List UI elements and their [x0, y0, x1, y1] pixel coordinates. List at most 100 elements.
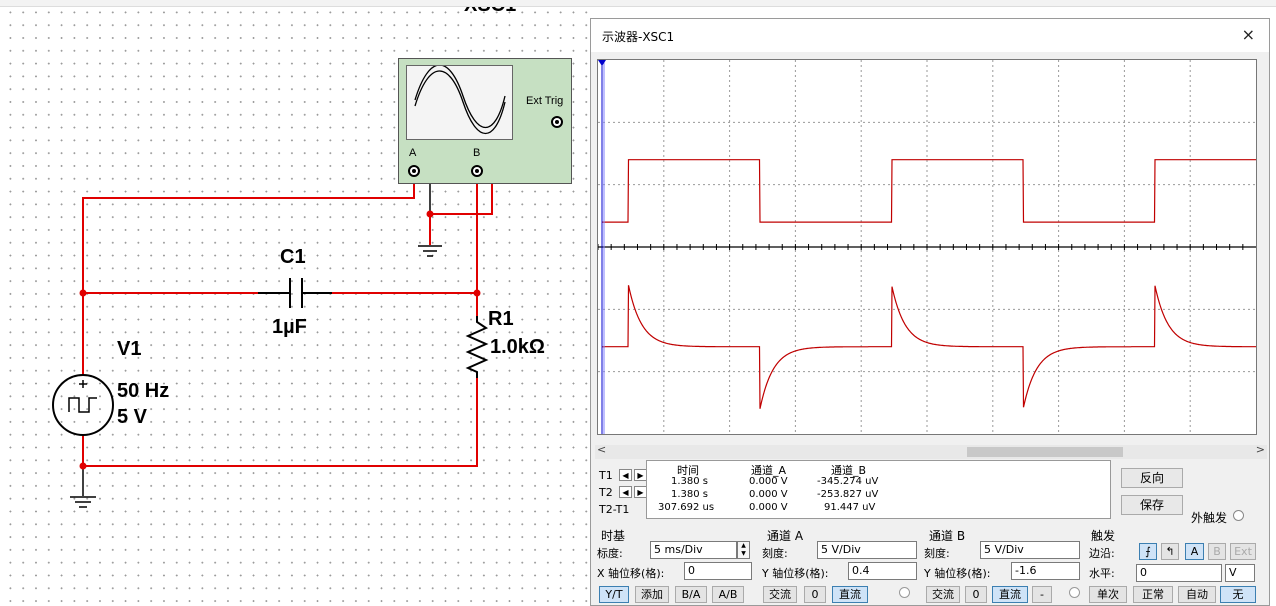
scrollbar-thumb[interactable] [967, 447, 1123, 457]
wire-a-to-left [82, 176, 415, 292]
trigger-source-ext-button[interactable]: Ext [1230, 543, 1256, 560]
cursor-t1-marker-icon [598, 60, 606, 66]
channel-a-ac-button[interactable]: 交流 [763, 586, 797, 603]
trigger-source-a-button[interactable]: A [1185, 543, 1204, 560]
channel-b-invert-button[interactable]: - [1032, 586, 1052, 603]
save-button[interactable]: 保存 [1121, 495, 1183, 515]
schematic-canvas[interactable]: XSC1 [0, 0, 596, 606]
channel-b-trace [602, 285, 1256, 409]
trigger-single-button[interactable]: 单次 [1089, 586, 1127, 603]
trigger-normal-button[interactable]: 正常 [1133, 586, 1173, 603]
mode-yt-button[interactable]: Y/T [599, 586, 629, 603]
t2-time: 1.380 s [671, 489, 709, 500]
schematic-wires [52, 176, 493, 508]
trigger-auto-button[interactable]: 自动 [1178, 586, 1216, 603]
t1-label: T1 [599, 469, 613, 482]
t1-b: -345.274 uV [817, 476, 879, 487]
header-channel-b: 通道_B [831, 464, 867, 477]
x-pos-field[interactable]: 0 [684, 562, 752, 580]
timebase-title: 时基 [601, 529, 626, 543]
timebase-scale-label: 标度: [597, 547, 623, 560]
channel-b-dc-button[interactable]: 直流 [992, 586, 1028, 603]
v1-ref: V1 [117, 338, 142, 360]
header-time: 时间 [677, 464, 699, 477]
edge-falling-icon[interactable]: ↰ [1161, 543, 1179, 560]
horizontal-scrollbar[interactable]: < > [595, 443, 1267, 459]
channel-b-ypos-field[interactable]: -1.6 [1011, 562, 1080, 580]
c1-value: 1µF [272, 316, 307, 338]
v1-frequency: 50 Hz [117, 380, 170, 402]
c1-ref: C1 [280, 246, 306, 268]
channel-a-ypos-field[interactable]: 0.4 [848, 562, 917, 580]
channel-a-trace [602, 159, 1256, 223]
resistor-symbol [465, 316, 489, 378]
mode-ba-button[interactable]: B/A [675, 586, 707, 603]
window-titlebar[interactable]: 示波器-XSC1 × [591, 19, 1269, 52]
channel-b-radio[interactable] [1069, 587, 1080, 598]
oscilloscope-window[interactable]: 示波器-XSC1 × < > T1 T2 T2-T1 ◀ ▶ ◀ ▶ 时间 通道… [590, 18, 1270, 606]
channel-a-dc-button[interactable]: 直流 [832, 586, 868, 603]
window-title: 示波器-XSC1 [602, 30, 675, 44]
scope-display[interactable] [597, 59, 1257, 435]
timebase-spinner-icon[interactable]: ▲▼ [737, 541, 750, 559]
channel-b-zero-button[interactable]: 0 [965, 586, 987, 603]
channel-a-ypos-label: Y 轴位移(格): [762, 567, 829, 580]
wire-b-minus [430, 176, 493, 215]
ext-trigger-label: 外触发 [1191, 511, 1228, 525]
r1-ref: R1 [488, 308, 514, 330]
voltage-source-symbol [52, 374, 114, 436]
t2-a: 0.000 V [749, 489, 788, 500]
t2-b: -253.827 uV [817, 489, 879, 500]
channel-a-scale-field[interactable]: 5 V/Div [817, 541, 917, 559]
scroll-right-icon[interactable]: > [1255, 443, 1265, 456]
close-icon[interactable]: × [1241, 25, 1255, 44]
channel-a-terminal[interactable] [408, 165, 420, 177]
channel-b-ypos-label: Y 轴位移(格): [924, 567, 991, 580]
ground-symbol [70, 245, 442, 508]
scope-screen-icon [406, 65, 513, 140]
t2t1-time: 307.692 us [658, 502, 715, 513]
scope-instrument[interactable]: Ext Trig A B [398, 58, 572, 184]
t2t1-a: 0.000 V [749, 502, 788, 513]
channel-b-terminal[interactable] [471, 165, 483, 177]
ext-trig-terminal[interactable] [551, 116, 563, 128]
trigger-source-b-button[interactable]: B [1208, 543, 1226, 560]
trigger-edge-label: 边沿: [1089, 547, 1115, 560]
channel-a-zero-button[interactable]: 0 [804, 586, 826, 603]
r1-value: 1.0kΩ [490, 336, 545, 358]
channel-a-radio[interactable] [899, 587, 910, 598]
v1-amplitude: 5 V [117, 406, 148, 428]
x-pos-label: X 轴位移(格): [597, 567, 665, 580]
capacitor-symbol [258, 278, 332, 308]
mode-ab-button[interactable]: A/B [712, 586, 744, 603]
channel-a-title: 通道 A [767, 529, 804, 543]
channel-b-scale-label: 刻度: [924, 547, 950, 560]
trigger-level-unit[interactable]: V [1225, 564, 1255, 582]
measurement-table: 时间 通道_A 通道_B 1.380 s 0.000 V -345.274 uV… [646, 460, 1111, 519]
channel-b-ac-button[interactable]: 交流 [926, 586, 960, 603]
edge-rising-icon[interactable]: ⨍ [1139, 543, 1157, 560]
ext-trig-label: Ext Trig [526, 95, 564, 107]
channel-b-title: 通道 B [929, 529, 966, 543]
ext-trigger-radio[interactable] [1233, 510, 1244, 521]
timebase-scale-field[interactable]: 5 ms/Div [650, 541, 737, 559]
scope-trace-area [598, 60, 1256, 434]
channel-a-label: A [409, 147, 417, 159]
t1-left-arrow-icon[interactable]: ◀ [619, 469, 632, 481]
trigger-none-button[interactable]: 无 [1220, 586, 1256, 603]
trigger-level-field[interactable]: 0 [1136, 564, 1222, 582]
t1-time: 1.380 s [671, 476, 709, 487]
channel-b-label: B [473, 147, 481, 159]
reverse-button[interactable]: 反向 [1121, 468, 1183, 488]
channel-b-scale-field[interactable]: 5 V/Div [980, 541, 1080, 559]
t2-label: T2 [599, 486, 613, 499]
t2t1-b: 91.447 uV [824, 502, 876, 513]
trigger-title: 触发 [1091, 529, 1116, 543]
channel-a-scale-label: 刻度: [762, 547, 788, 560]
t2t1-label: T2-T1 [599, 503, 630, 516]
scroll-left-icon[interactable]: < [597, 443, 607, 456]
header-channel-a: 通道_A [751, 464, 787, 477]
mode-add-button[interactable]: 添加 [635, 586, 669, 603]
t2-left-arrow-icon[interactable]: ◀ [619, 486, 632, 498]
trigger-level-label: 水平: [1089, 567, 1115, 580]
